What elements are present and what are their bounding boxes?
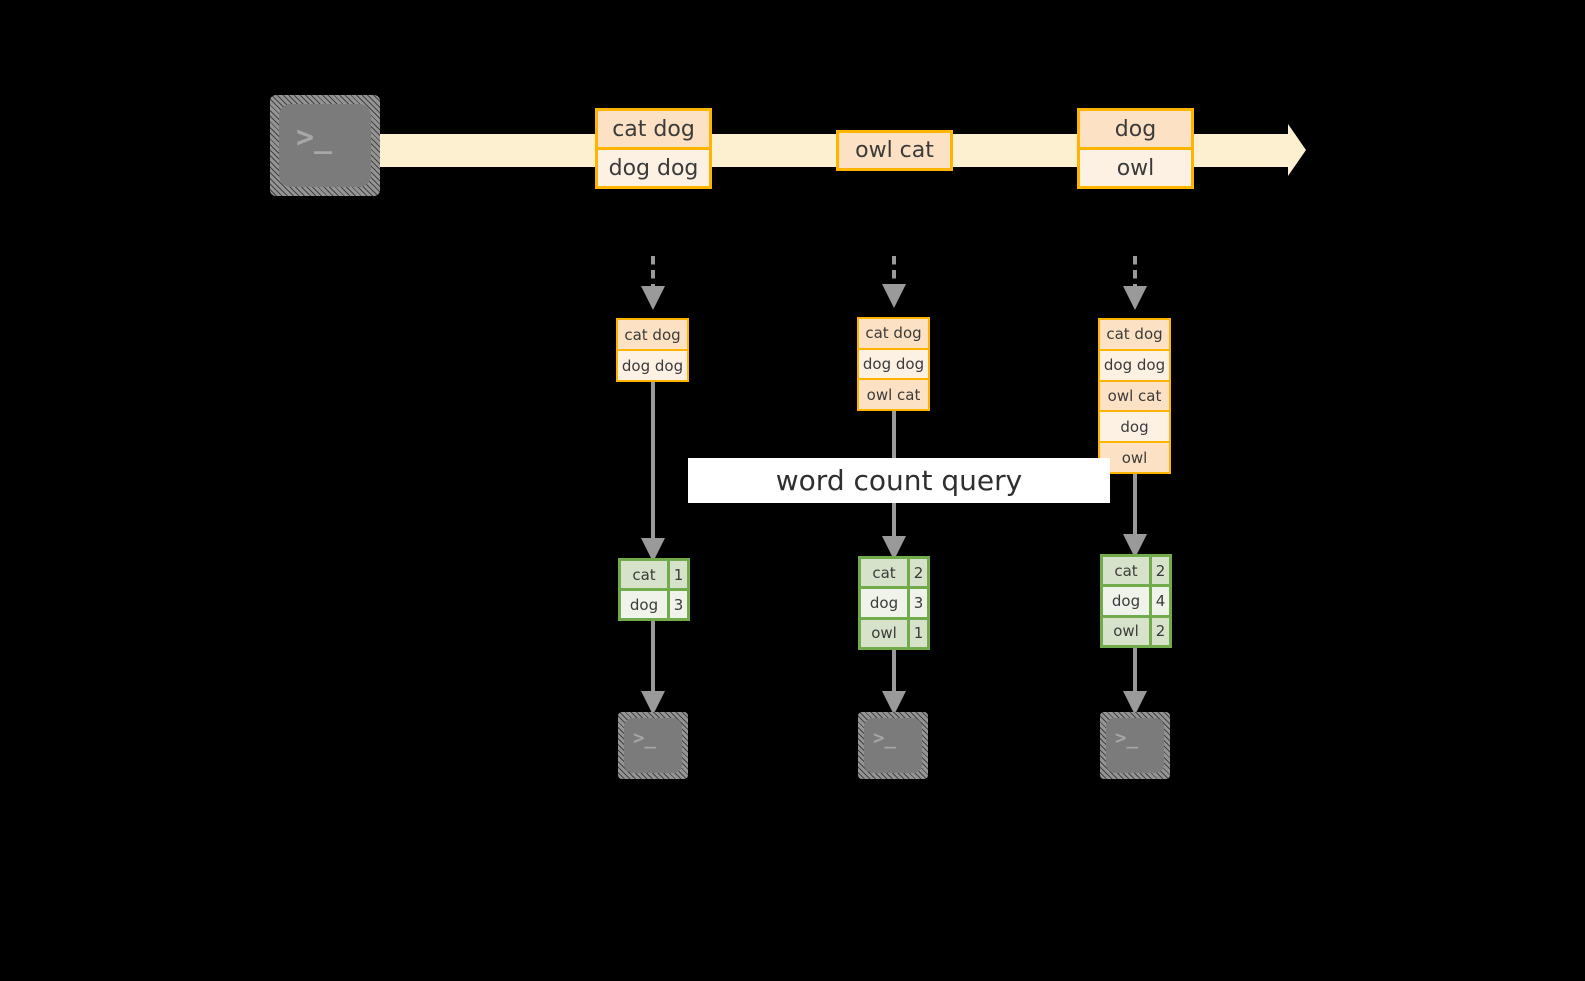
- trigger-3-buffer-to-result-line: [1133, 474, 1137, 536]
- trigger-3-buffer[interactable]: cat dog dog dog owl cat dog owl: [1098, 318, 1171, 474]
- trigger-1-stream-to-buffer-line: [651, 256, 655, 288]
- terminal-screen: [864, 718, 922, 773]
- result-row: cat 2: [1103, 557, 1169, 585]
- buffer-row: dog dog: [1100, 348, 1169, 380]
- trigger-3-result-table[interactable]: cat 2 dog 4 owl 2: [1100, 554, 1172, 648]
- buffer-row: cat dog: [859, 319, 928, 348]
- stream-event-line: dog dog: [598, 147, 709, 186]
- result-word: owl: [1103, 617, 1149, 645]
- result-row: cat 1: [621, 561, 687, 588]
- stream-event-2[interactable]: owl cat: [836, 130, 953, 171]
- buffer-row: owl cat: [859, 378, 928, 410]
- trigger-2-result-to-sink-arrowhead: [882, 691, 906, 715]
- stream-event-line: owl cat: [839, 133, 950, 168]
- trigger-2-stream-to-buffer-arrowhead: [882, 284, 906, 308]
- result-count: 2: [1149, 557, 1169, 585]
- terminal-prompt-glyph: >_: [873, 727, 896, 749]
- result-row: owl 2: [1103, 614, 1169, 645]
- trigger-2-sink-terminal-icon[interactable]: >_: [858, 712, 928, 779]
- terminal-screen: [1106, 718, 1164, 773]
- result-count: 2: [1149, 617, 1169, 645]
- result-row: dog 3: [861, 586, 927, 617]
- buffer-row: dog dog: [618, 349, 687, 380]
- result-word: cat: [621, 561, 667, 588]
- result-word: dog: [621, 591, 667, 618]
- result-word: cat: [861, 559, 907, 587]
- trigger-3-stream-to-buffer-arrowhead: [1123, 286, 1147, 310]
- terminal-screen: [279, 104, 371, 187]
- result-count: 3: [907, 589, 927, 617]
- source-terminal-icon[interactable]: >_: [270, 95, 380, 196]
- trigger-1-sink-terminal-icon[interactable]: >_: [618, 712, 688, 779]
- result-word: dog: [1103, 587, 1149, 615]
- stream-event-line: dog: [1080, 111, 1191, 147]
- result-word: owl: [861, 619, 907, 647]
- trigger-2-result-table[interactable]: cat 2 dog 3 owl 1: [858, 556, 930, 650]
- result-count: 4: [1149, 587, 1169, 615]
- result-row: dog 4: [1103, 584, 1169, 615]
- buffer-row: dog: [1100, 410, 1169, 442]
- trigger-3-result-to-sink-arrowhead: [1123, 691, 1147, 715]
- result-count: 2: [907, 559, 927, 587]
- result-word: cat: [1103, 557, 1149, 585]
- trigger-1-stream-to-buffer-arrowhead: [641, 286, 665, 310]
- buffer-row: owl cat: [1100, 379, 1169, 411]
- trigger-1-result-to-sink-arrowhead: [641, 691, 665, 715]
- result-word: dog: [861, 589, 907, 617]
- stream-event-line: cat dog: [598, 111, 709, 147]
- buffer-row: cat dog: [1100, 320, 1169, 349]
- trigger-2-stream-to-buffer-line: [892, 256, 896, 286]
- buffer-row: cat dog: [618, 320, 687, 349]
- stream-event-1[interactable]: cat dog dog dog: [595, 108, 712, 189]
- trigger-3-result-to-sink-line: [1133, 648, 1137, 693]
- stream-event-3[interactable]: dog owl: [1077, 108, 1194, 189]
- terminal-prompt-glyph: >_: [1115, 727, 1138, 749]
- result-row: dog 3: [621, 588, 687, 618]
- result-count: 1: [667, 561, 687, 588]
- trigger-1-result-to-sink-line: [651, 621, 655, 693]
- trigger-1-result-table[interactable]: cat 1 dog 3: [618, 558, 690, 621]
- result-row: cat 2: [861, 559, 927, 587]
- input-stream-arrowhead: [1288, 124, 1306, 176]
- trigger-3-stream-to-buffer-line: [1133, 256, 1137, 288]
- word-count-query-label: word count query: [688, 458, 1110, 503]
- stream-event-line: owl: [1080, 147, 1191, 186]
- trigger-2-result-to-sink-line: [892, 650, 896, 693]
- terminal-screen: [624, 718, 682, 773]
- buffer-row: dog dog: [859, 347, 928, 379]
- terminal-prompt-glyph: >_: [296, 120, 333, 155]
- terminal-prompt-glyph: >_: [633, 727, 656, 749]
- trigger-3-sink-terminal-icon[interactable]: >_: [1100, 712, 1170, 779]
- result-count: 1: [907, 619, 927, 647]
- result-count: 3: [667, 591, 687, 618]
- buffer-row: owl: [1100, 441, 1169, 472]
- trigger-1-buffer-to-result-line: [651, 382, 655, 540]
- trigger-2-buffer[interactable]: cat dog dog dog owl cat: [857, 317, 930, 411]
- result-row: owl 1: [861, 616, 927, 647]
- trigger-1-buffer[interactable]: cat dog dog dog: [616, 318, 689, 382]
